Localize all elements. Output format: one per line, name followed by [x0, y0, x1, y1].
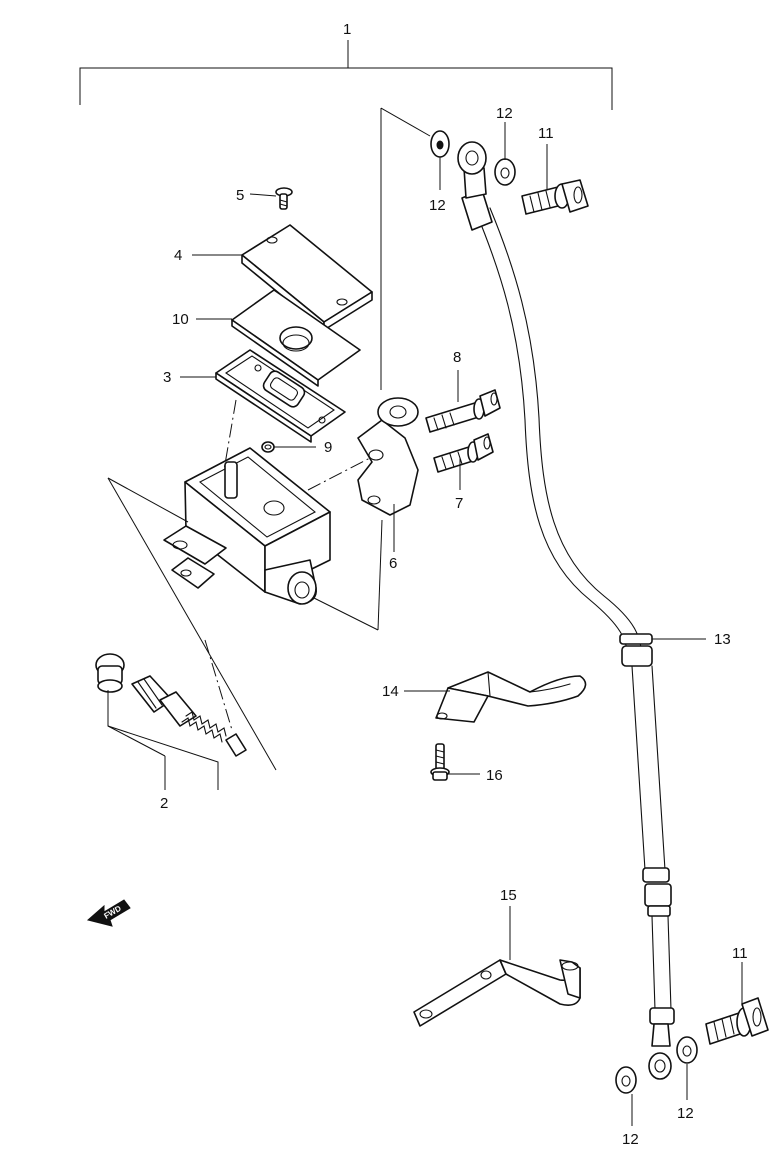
callout-15: 15	[500, 887, 517, 904]
brake-hose	[457, 141, 675, 1080]
callouts: 1 5 4 10 3 9 8 7 6 2 12 12 11 13 14 16 1…	[160, 21, 748, 1148]
piston-kit	[95, 653, 247, 757]
callout-13: 13	[714, 631, 731, 648]
union-bolt-top	[521, 179, 589, 215]
washer-top-right	[494, 158, 516, 186]
lever-holder	[357, 397, 419, 516]
hose-bracket	[413, 959, 581, 1027]
callout-8: 8	[453, 349, 461, 366]
holder-bolt-long	[425, 389, 501, 433]
callout-12-top-right: 12	[496, 105, 513, 122]
callout-1: 1	[343, 21, 351, 38]
clamp-bolt	[430, 743, 450, 781]
diaphragm-plate	[231, 289, 361, 387]
washer-top-left	[430, 130, 450, 158]
callout-12-bottom-left: 12	[622, 1131, 639, 1148]
holder-bolt-short	[433, 433, 494, 473]
callout-16: 16	[486, 767, 503, 784]
cap-screw	[275, 187, 293, 210]
hose-clamp	[435, 671, 587, 723]
o-ring	[261, 441, 275, 453]
callout-12-top-left: 12	[429, 197, 446, 214]
callout-10: 10	[172, 311, 189, 328]
union-bolt-bottom	[705, 997, 769, 1045]
callout-11-bottom: 11	[732, 945, 748, 962]
callout-4: 4	[174, 247, 182, 264]
callout-11-top: 11	[538, 125, 554, 142]
leader-lines	[107, 122, 743, 1126]
callout-2: 2	[160, 795, 168, 812]
exploded-view-lines	[107, 107, 431, 771]
assembly-bracket	[79, 40, 613, 110]
master-cylinder-body	[163, 447, 331, 605]
callout-14: 14	[382, 683, 399, 700]
callout-3: 3	[163, 369, 171, 386]
washer-bottom-right	[676, 1036, 698, 1064]
callout-7: 7	[455, 495, 463, 512]
callout-12-bottom-right: 12	[677, 1105, 694, 1122]
callout-6: 6	[389, 555, 397, 572]
forward-direction-arrow: FWD	[86, 899, 131, 927]
washer-bottom-left	[615, 1066, 637, 1094]
callout-9: 9	[324, 439, 332, 456]
callout-5: 5	[236, 187, 244, 204]
